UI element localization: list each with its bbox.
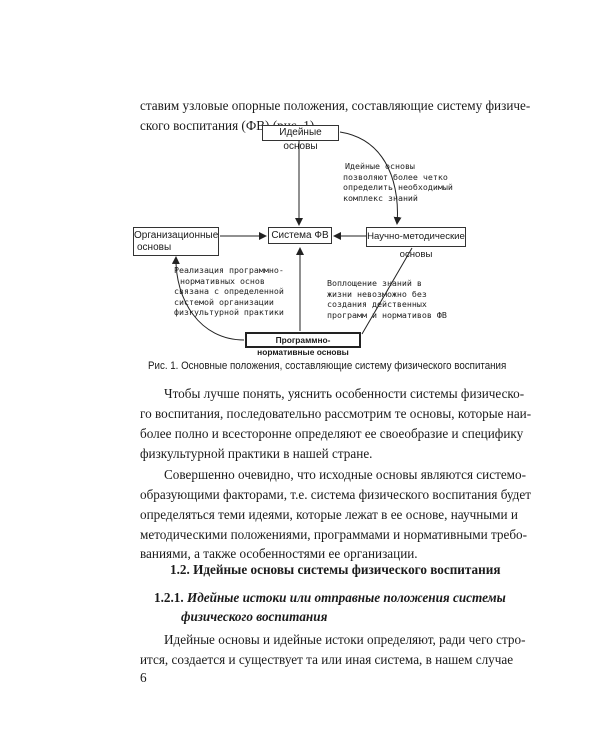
note-implementation-line-5: физкультурной практики xyxy=(174,307,284,317)
box-scientific-methodical-foundations: Научно-методические основы xyxy=(366,227,466,260)
subsection-heading-line-2: физического воспитания xyxy=(181,609,328,624)
note-embodiment: Воплощение знаний в жизни невозможно без… xyxy=(327,278,447,320)
box-ideological-foundations: Идейные основы xyxy=(262,125,339,152)
para1-line-4: физкультурной практики в нашей стране. xyxy=(140,446,373,461)
para3-line-2: ится, создается и существует та или иная… xyxy=(140,652,514,667)
arrow-top-to-right xyxy=(339,131,402,225)
note-ideological-line-1: Идейные основы xyxy=(345,161,415,171)
section-heading: 1.2. Идейные основы системы физического … xyxy=(170,562,501,577)
note-embodiment-line-1: Воплощение знаний в xyxy=(327,278,422,288)
arrow-bottom-to-left xyxy=(171,256,245,341)
figure-caption: Рис. 1. Основные положения, составляющие… xyxy=(148,360,507,372)
note-embodiment-line-2: жизни невозможно без xyxy=(327,288,427,299)
subsection-title-1: Идейные истоки или отправные положения с… xyxy=(186,590,506,605)
para2-line-5: ваниями, а также особенностями ее органи… xyxy=(140,546,418,561)
para3-line-1: Идейные основы и идейные истоки определя… xyxy=(164,632,526,647)
box-organizational-line-2: основы xyxy=(137,242,172,253)
note-ideological-line-4: комплекс знаний xyxy=(343,192,418,203)
note-ideological-line-2: позволяют более четко xyxy=(343,171,448,182)
page-number: 6 xyxy=(140,670,147,685)
note-implementation: Реализация программно- нормативных основ… xyxy=(174,265,284,318)
box-organizational-line-1: Организационные xyxy=(134,230,219,241)
note-implementation-line-3: связана с определенной xyxy=(174,286,284,296)
para2-line-4: методическими положениями, программами и… xyxy=(140,527,528,542)
box-organizational-foundations: Организационные основы xyxy=(133,227,219,256)
para2-line-2: образующими факторами, т.е. система физи… xyxy=(140,487,532,502)
note-ideological-line-3: определить необходимый xyxy=(343,182,453,192)
note-ideological: Идейные основы позволяют более четко опр… xyxy=(343,161,453,203)
para1-line-3: более полно и всесторонне определяют ее … xyxy=(140,426,524,441)
para2-line-3: определяться теми идеями, которые лежат … xyxy=(140,507,518,522)
box-pe-system: Система ФВ xyxy=(268,227,332,244)
connector-right-to-bottom xyxy=(361,247,413,335)
subsection-heading-line-1: 1.2.1. Идейные истоки или отправные поло… xyxy=(154,590,506,606)
box-program-normative-foundations: Программно-нормативные основы xyxy=(245,332,361,357)
para1-line-1: Чтобы лучше понять, уяснить особенности … xyxy=(164,386,525,401)
subsection-number: 1.2.1. xyxy=(154,590,184,605)
para2-line-1: Совершенно очевидно, что исходные основы… xyxy=(164,467,527,482)
note-implementation-line-1: Реализация программно- xyxy=(174,265,284,275)
note-implementation-line-2: нормативных основ xyxy=(180,275,265,286)
note-embodiment-line-3: создания действенных xyxy=(327,299,427,309)
para1-line-2: го воспитания, последовательно рассмотри… xyxy=(140,406,532,421)
note-implementation-line-4: системой организации xyxy=(174,296,274,307)
note-embodiment-line-4: программ и нормативов ФВ xyxy=(327,309,447,320)
intro-line-1: ставим узловые опорные положения, состав… xyxy=(140,98,531,113)
